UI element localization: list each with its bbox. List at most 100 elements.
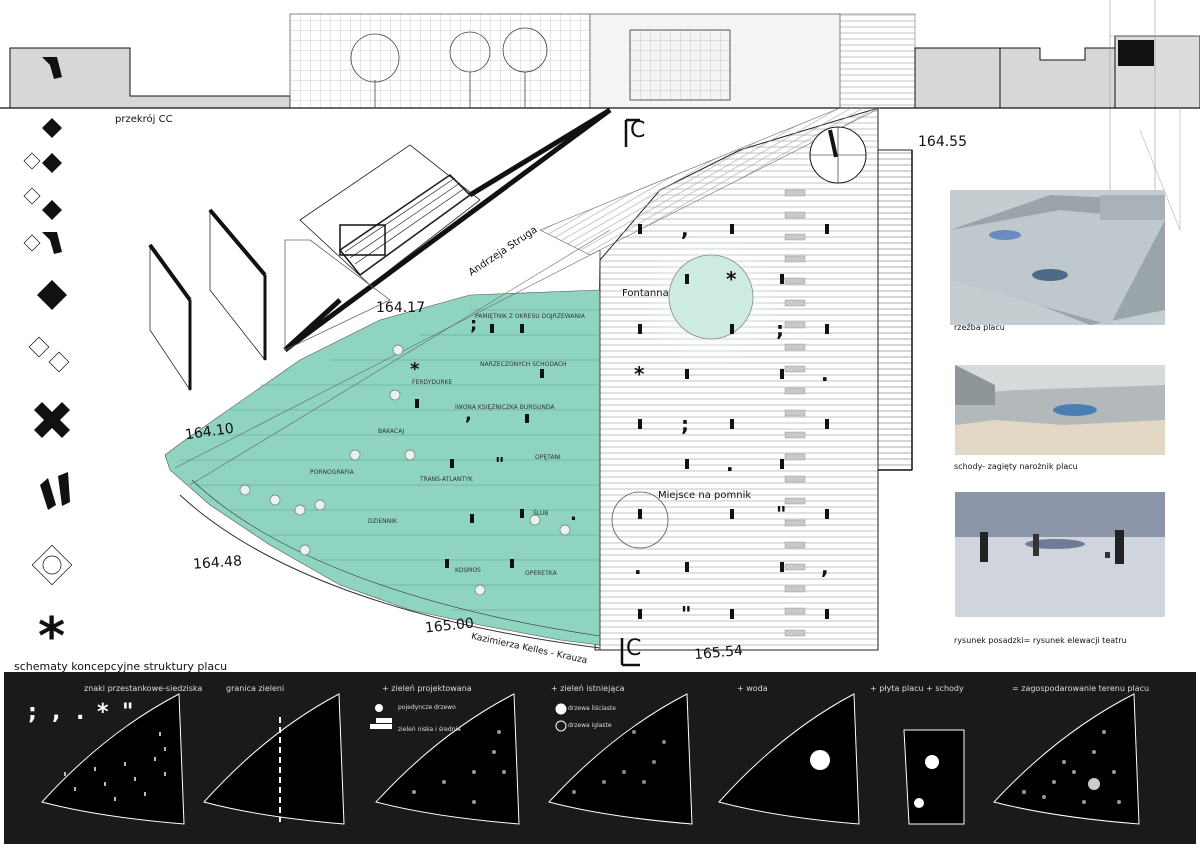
seat-block xyxy=(415,399,419,408)
fan-tree xyxy=(622,770,626,774)
paving-block xyxy=(784,431,806,439)
legend-deciduous-symbol xyxy=(555,703,567,715)
seat-glyph: . xyxy=(726,452,734,476)
paving-block xyxy=(784,585,806,593)
fan-tree xyxy=(442,780,446,784)
fountain xyxy=(668,254,754,340)
left-column-caption: schematy koncepcyjne struktury placu xyxy=(14,660,228,673)
seat-block xyxy=(780,459,784,469)
seat-block xyxy=(685,274,689,284)
legend-single-tree: pojedyncze drzewo xyxy=(398,704,456,711)
fountain-label: Fontanna xyxy=(622,288,669,299)
water-icon xyxy=(810,750,830,770)
fan-dot xyxy=(64,772,66,776)
fan-dot xyxy=(94,767,96,771)
tree xyxy=(529,514,541,526)
fan-tree xyxy=(1022,790,1026,794)
strip-punct-1: ; xyxy=(28,700,37,725)
render-1-art xyxy=(950,195,1165,325)
render-2 xyxy=(955,365,1165,455)
paving-block xyxy=(784,453,806,461)
seat-block xyxy=(490,324,494,333)
fan-tree xyxy=(1042,795,1046,799)
legend-tree-symbol xyxy=(375,704,383,712)
tree xyxy=(269,494,281,506)
slab-fountain xyxy=(925,755,939,769)
paving-block xyxy=(784,299,806,307)
fan-dot xyxy=(144,792,146,796)
section-label: przekrój CC xyxy=(115,114,173,125)
seat-block xyxy=(638,224,642,234)
fan-tree xyxy=(632,730,636,734)
diagram-fan xyxy=(718,693,860,825)
paving-block xyxy=(784,541,806,549)
seat-block xyxy=(825,419,829,429)
seat-glyph: " xyxy=(495,454,504,475)
seat-block xyxy=(825,324,829,334)
seat-glyph: ; xyxy=(681,412,689,436)
seat-block xyxy=(470,514,474,523)
seat-block xyxy=(685,459,689,469)
paving-block xyxy=(784,211,806,219)
seat-block xyxy=(780,369,784,379)
fan-tree xyxy=(472,770,476,774)
fan-dot xyxy=(159,732,161,736)
seat-glyph: " xyxy=(681,602,691,626)
fan-tree xyxy=(502,770,506,774)
green-label-1: PAMIĘTNIK Z OKRESU DOJRZEWANIA xyxy=(475,313,585,320)
seat-block xyxy=(525,414,529,423)
fan-tree xyxy=(1092,750,1096,754)
paving-block xyxy=(784,321,806,329)
fan-tree xyxy=(572,790,576,794)
paving-block xyxy=(784,233,806,241)
tree xyxy=(559,524,571,536)
green-hatch-lines xyxy=(180,309,600,611)
seat-glyph: . xyxy=(570,504,577,525)
seat-block xyxy=(825,509,829,519)
building-plan xyxy=(284,144,481,351)
tree xyxy=(314,499,326,511)
elevation-4: 164.48 xyxy=(192,553,243,573)
slab-monument xyxy=(914,798,924,808)
paving-block xyxy=(784,189,806,197)
green-label-9: ŚLUB xyxy=(533,510,549,517)
paving-block xyxy=(784,519,806,527)
seat-block xyxy=(450,459,454,468)
section-marker-top-letter: C xyxy=(630,118,646,143)
pictogram xyxy=(42,200,62,220)
seat-block xyxy=(685,562,689,572)
punctuation-seating: ,*;*.;.".,";*,". xyxy=(239,189,829,637)
tree xyxy=(404,449,416,461)
diagram-fan xyxy=(548,693,693,825)
tree xyxy=(392,344,404,356)
fan-tree xyxy=(642,780,646,784)
green-label-11: KOSMOS xyxy=(455,567,481,574)
tree xyxy=(294,504,306,516)
seat-block xyxy=(520,509,524,518)
fan-dot xyxy=(74,787,76,791)
seat-block xyxy=(730,224,734,234)
fan-tree xyxy=(1102,730,1106,734)
seat-block xyxy=(825,224,829,234)
seat-glyph: ; xyxy=(776,317,784,341)
seat-block xyxy=(825,609,829,619)
seat-glyph: . xyxy=(634,555,642,579)
fan-tree xyxy=(602,780,606,784)
render-1 xyxy=(950,190,1165,325)
paving-block xyxy=(784,365,806,373)
fan-dot xyxy=(104,782,106,786)
legend-coniferous: drzewa iglaste xyxy=(568,722,612,729)
pictogram xyxy=(42,555,62,575)
fan-tree xyxy=(1082,800,1086,804)
panel-title-3: + zieleń projektowana xyxy=(382,684,472,693)
render-3 xyxy=(955,492,1165,617)
section-marker-bottom-letter: C xyxy=(626,636,642,661)
tree xyxy=(239,484,251,496)
section-cc-elevation xyxy=(0,0,1200,200)
strip-punct-3: . xyxy=(76,700,85,725)
seat-block xyxy=(730,419,734,429)
seat-glyph: , xyxy=(465,404,472,425)
pictogram: * xyxy=(38,607,65,667)
